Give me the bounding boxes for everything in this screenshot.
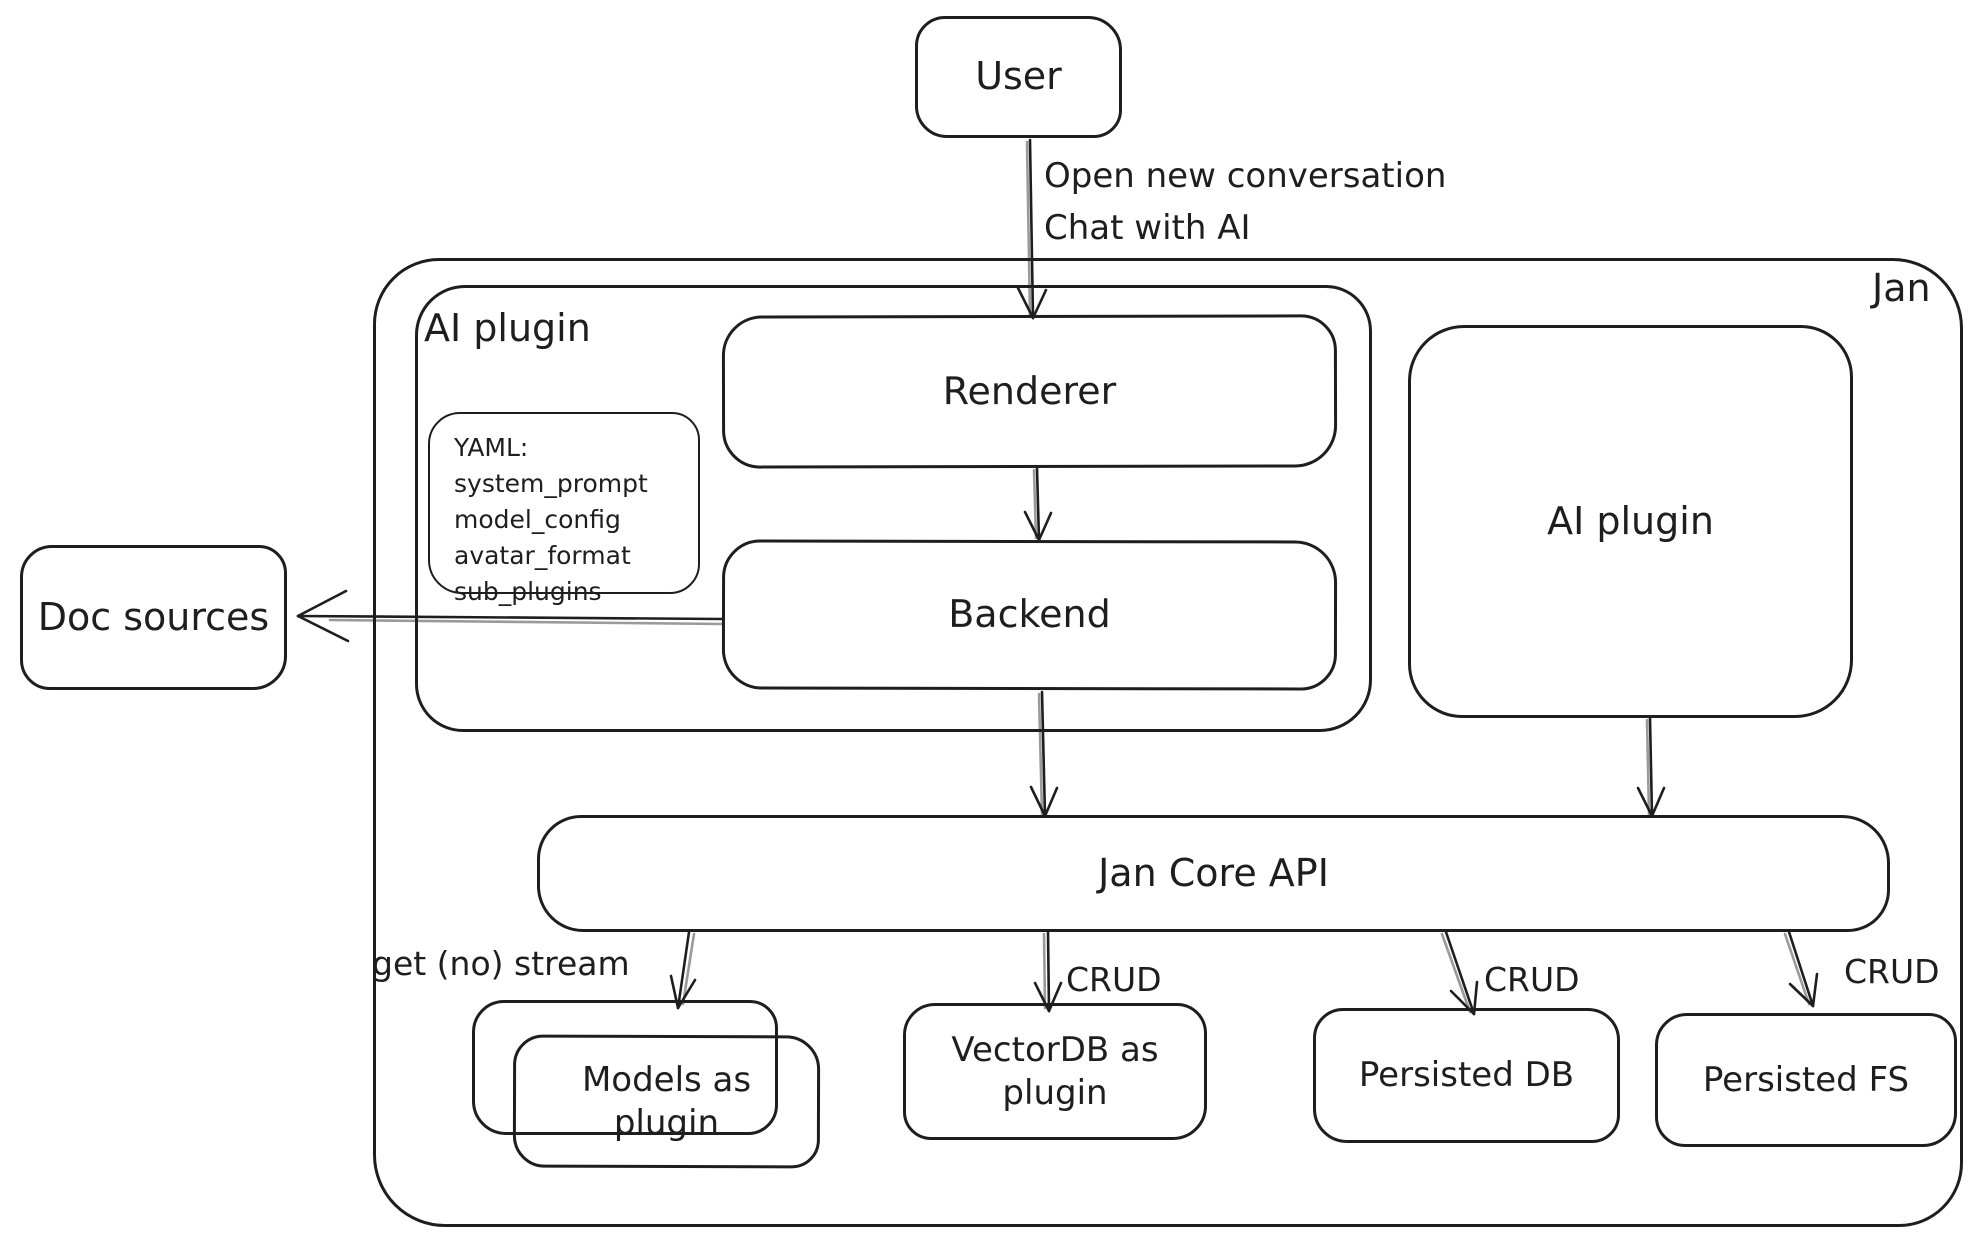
node-backend: Backend [721,539,1338,691]
arrow-core-to-persisted-fs [1783,930,1819,1008]
yaml-line: sub_plugins [454,577,602,606]
jan-container-box [373,258,1963,1227]
edge-label-line: Chat with AI [1044,208,1251,248]
node-persisted-fs: Persisted FS [1655,1013,1957,1147]
arrow-core-to-vectordb [1033,930,1063,1013]
node-models-as-plugin: Models as plugin [512,1034,821,1169]
node-jan-core-api: Jan Core API [537,815,1890,932]
node-doc-sources-label: Doc sources [37,594,270,639]
node-user-label: User [975,54,1062,99]
edge-label-crud-vectordb: CRUD [1066,960,1162,999]
edge-label-crud-persisted-db: CRUD [1484,960,1580,999]
edge-label-user-to-jan: Open new conversation Chat with AI [1044,150,1446,254]
node-ai-plugin-right-label: AI plugin [1547,498,1714,543]
ai-plugin-group-box [415,285,1372,732]
jan-container-label: Jan [1872,266,1931,310]
yaml-line: YAML: [454,433,529,462]
node-vectordb-as-plugin-label: VectorDB as plugin [951,1030,1159,1113]
node-ai-plugin-right: AI plugin [1408,325,1853,718]
node-models-back-box [472,1000,778,1135]
yaml-line: model_config [454,505,621,534]
node-vectordb-as-plugin: VectorDB as plugin [903,1003,1207,1140]
node-jan-core-api-label: Jan Core API [1098,850,1329,895]
arrow-backend-to-core [1029,690,1059,818]
edge-label-line: Open new conversation [1044,156,1447,196]
arrow-backend-to-doc-sources [296,589,724,643]
node-yaml-note: YAML: system_prompt model_config avatar_… [428,412,700,606]
arrow-plugin-to-core [1636,716,1666,818]
ai-plugin-group-label: AI plugin [424,306,591,350]
node-models-as-plugin-label: Models as plugin [581,1059,752,1143]
arrow-renderer-to-backend [1023,466,1053,542]
node-renderer-label: Renderer [942,368,1117,413]
node-persisted-db-label: Persisted DB [1358,1055,1575,1096]
node-doc-sources: Doc sources [20,545,287,690]
edge-label-get-no-stream: get (no) stream [372,944,630,983]
yaml-line: avatar_format [454,541,631,570]
edge-label-crud-persisted-fs: CRUD [1844,952,1940,991]
yaml-line: system_prompt [454,469,648,498]
node-user: User [915,16,1122,138]
arrow-core-to-models [669,930,697,1010]
node-persisted-fs-label: Persisted FS [1702,1059,1910,1100]
node-backend-label: Backend [948,592,1111,637]
node-renderer: Renderer [721,314,1338,469]
node-persisted-db: Persisted DB [1313,1008,1620,1143]
